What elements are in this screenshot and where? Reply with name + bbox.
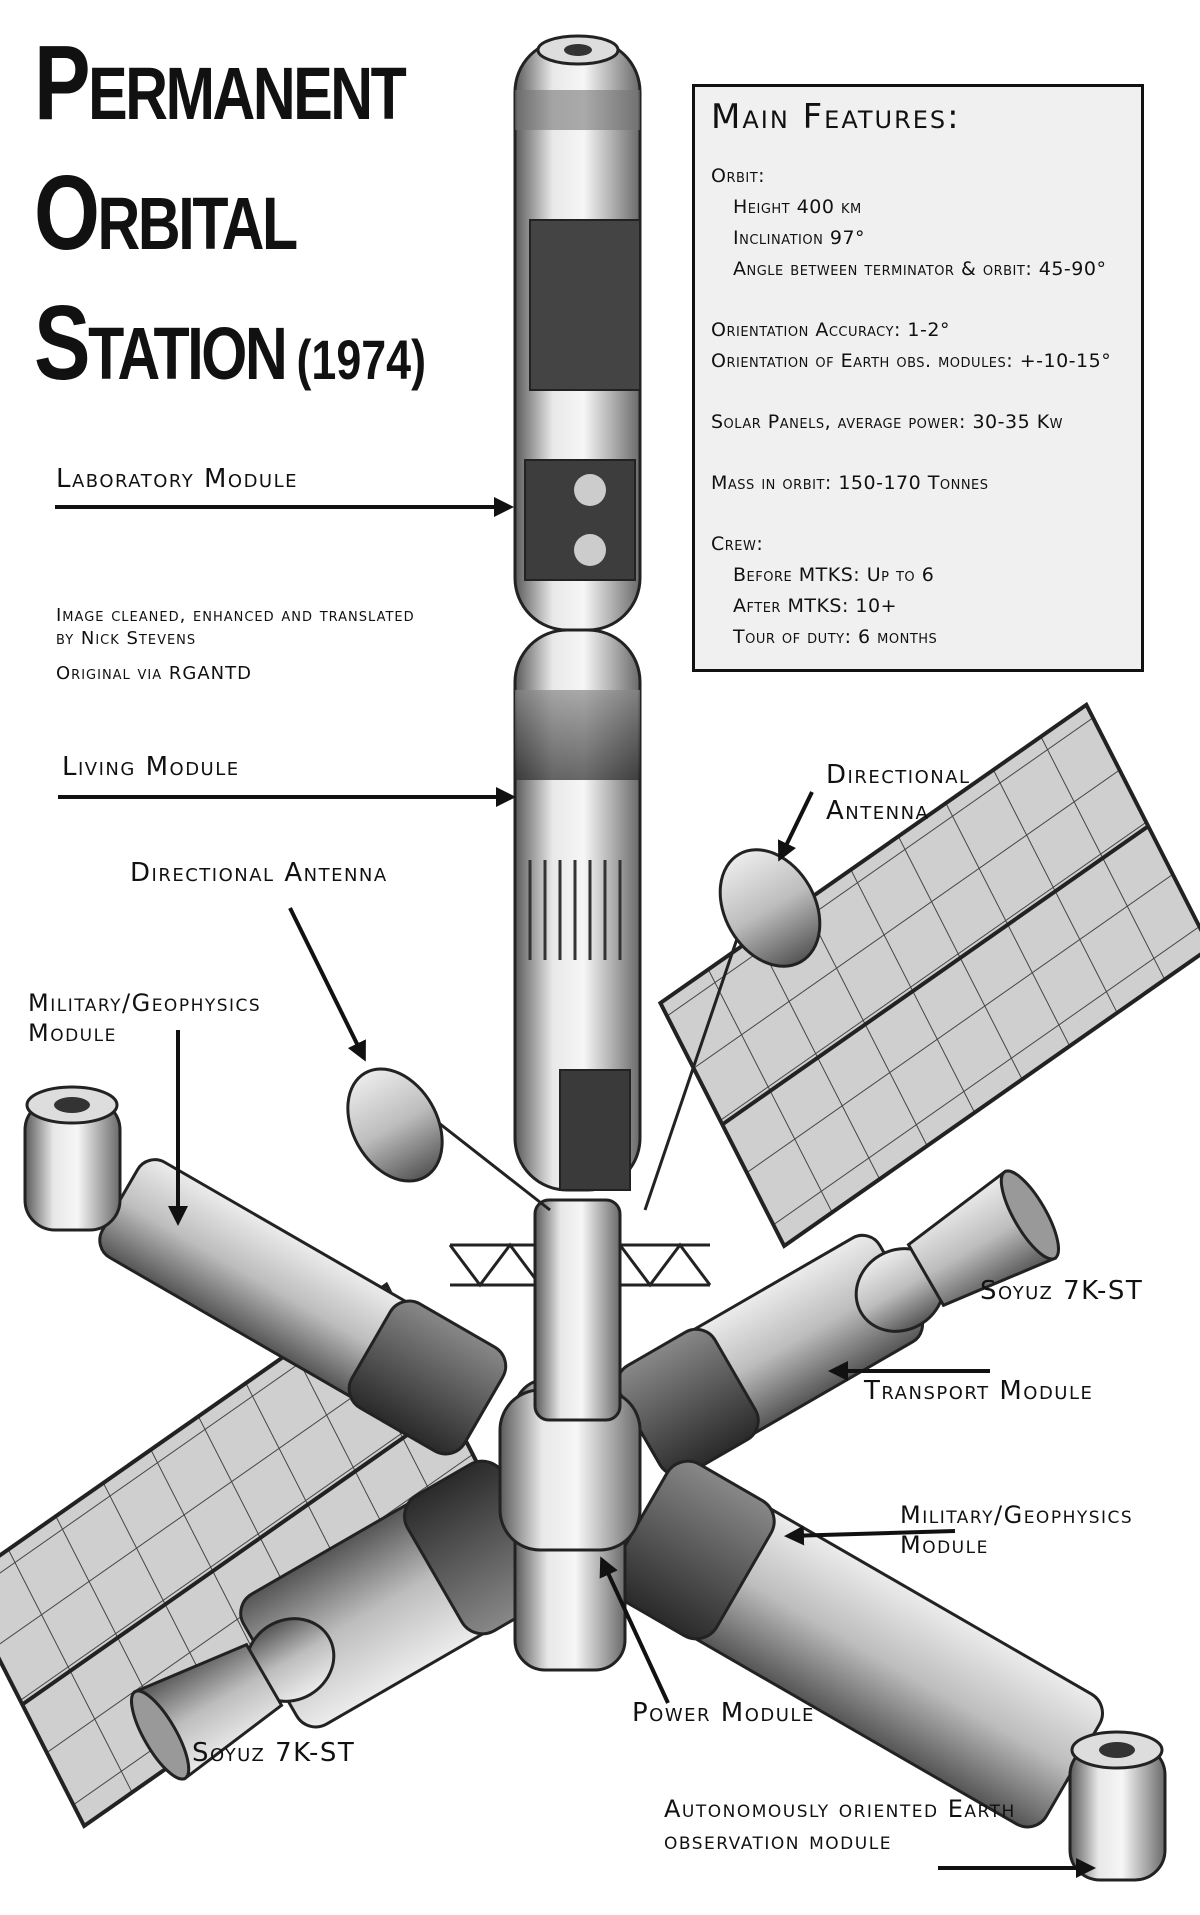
feature-line: Before MTKS: Up to 6 xyxy=(733,564,935,586)
pointer-arrows xyxy=(55,497,1096,1878)
arrow-directional-antenna-left xyxy=(288,907,366,1062)
title-line-2: Orbital xyxy=(34,154,298,272)
label-directional-antenna-right-1: Directional xyxy=(826,760,971,790)
feature-line: Mass in orbit: 150-170 Tonnes xyxy=(711,472,989,494)
feature-line: Orbit: xyxy=(711,165,766,187)
label-soyuz-right: Soyuz 7K-ST xyxy=(980,1276,1144,1306)
central-hub xyxy=(498,1198,642,1672)
label-power-module: Power Module xyxy=(632,1698,815,1728)
soyuz-left xyxy=(130,1617,336,1781)
feature-line: Tour of duty: 6 months xyxy=(733,626,938,648)
feature-line: Height 400 km xyxy=(733,196,862,218)
radial-module-lower-right xyxy=(608,1459,1104,1829)
label-directional-antenna-left: Directional Antenna xyxy=(130,858,388,888)
feature-line: Orientation Accuracy: 1-2° xyxy=(711,319,950,341)
arrow-directional-antenna-right xyxy=(777,791,814,862)
features-heading: Main Features: xyxy=(711,97,961,137)
feature-line: Orientation of Earth obs. modules: +-10-… xyxy=(711,350,1112,372)
label-directional-antenna-right-2: Antenna xyxy=(826,796,930,826)
label-soyuz-left: Soyuz 7K-ST xyxy=(192,1738,356,1768)
feature-line: Solar Panels, average power: 30-35 Kw xyxy=(711,411,1064,433)
directional-antenna-left xyxy=(346,1067,551,1212)
earth-observation-pod-right xyxy=(1068,1730,1167,1882)
label-autonomous-module-2: observation module xyxy=(664,1827,892,1855)
arrow-power-module xyxy=(599,1556,670,1704)
main-features-box: Main Features: Orbit: Height 400 km Inclin… xyxy=(692,84,1144,672)
label-military-right-2: Module xyxy=(900,1531,989,1559)
title-year: (1974) xyxy=(296,328,427,391)
label-military-left-2: Module xyxy=(28,1019,117,1047)
laboratory-module-body xyxy=(513,34,642,632)
earth-observation-pod-left xyxy=(23,1085,122,1232)
feature-line: After MTKS: 10+ xyxy=(733,595,898,617)
feature-line: Crew: xyxy=(711,533,764,555)
title-line-3: Station xyxy=(34,284,288,402)
feature-line: Inclination 97° xyxy=(733,227,866,249)
living-module-body xyxy=(513,628,642,1192)
title-line-1: Permanent xyxy=(34,24,407,142)
arrow-military-right xyxy=(784,1525,956,1546)
feature-line: Angle between terminator & orbit: 45-90° xyxy=(733,258,1107,280)
label-laboratory-module: Laboratory Module xyxy=(56,464,299,494)
page-title: Permanent Orbital Station(1974) xyxy=(34,18,426,425)
label-military-left-1: Military/Geophysics xyxy=(28,989,262,1017)
credit-line-2: by Nick Stevens xyxy=(56,628,197,649)
credit-line-1: Image cleaned, enhanced and translated xyxy=(56,605,415,626)
label-autonomous-module-1: Autonomously oriented Earth xyxy=(664,1795,1016,1823)
credit-line-3: Original via RGANTD xyxy=(56,663,252,684)
credit-text: Image cleaned, enhanced and translated b… xyxy=(56,604,415,685)
soyuz-right xyxy=(854,1169,1060,1333)
directional-antenna-right xyxy=(643,848,822,1211)
radial-module-upper-left xyxy=(98,1158,508,1456)
label-transport-module: Transport Module xyxy=(864,1376,1094,1406)
label-living-module: Living Module xyxy=(62,752,240,782)
label-military-right-1: Military/Geophysics xyxy=(900,1501,1134,1529)
right-solar-panel xyxy=(657,701,1200,1249)
truss xyxy=(448,1242,712,1288)
features-list: Orbit: Height 400 km Inclination 97° Angle … xyxy=(711,161,1125,653)
